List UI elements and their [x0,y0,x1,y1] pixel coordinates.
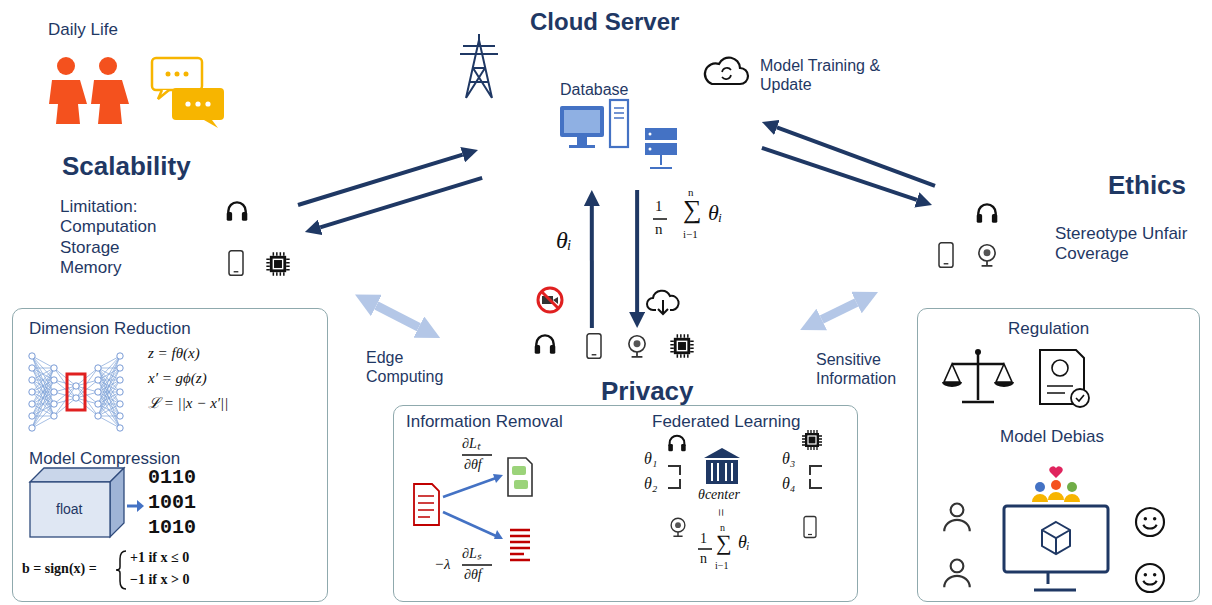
cloud-server: Cloud ServerDatabaseModel Training & Upd… [470,4,890,190]
formula-text: θ₂ [644,474,657,493]
region-title: Cloud Server [530,8,679,37]
node-text: Information Removal [406,412,563,432]
formula-text: θ₁ [644,449,657,468]
technique-panel: RegulationModel Debias [917,308,1200,602]
formula-text: i−1 [683,228,698,241]
edge-label: θᵢ [556,226,572,255]
flow-arrow [762,148,917,200]
node-text: Stereotype Unfair Coverage [1055,224,1195,265]
node-text: Federated Learning [652,412,800,432]
formula-text: x′ = gϕ(z) [148,369,207,387]
node-text: Dimension Reduction [29,319,191,339]
formula-text: −1 if x > 0 [130,572,190,589]
binary-code: 0110 [148,466,196,490]
formula-text: +1 if x ≤ 0 [130,550,189,567]
formula-text: θcenter [698,487,740,504]
formula-text: b = sign(x) = [22,561,97,578]
section-label: Daily Life [48,20,118,40]
flow-arrow [635,190,639,312]
formula-text: θᵢ [708,200,722,226]
region-title: Scalability [62,151,191,182]
formula-text: θ₃ [782,449,795,468]
formula-text: n [700,551,707,568]
formula-text: θᵢ [738,532,750,554]
formula-text: n [655,220,663,238]
formula-text: ∂Lₛ [462,546,481,563]
formula-text: ∑ [716,530,732,556]
binary-code: 1010 [148,516,196,540]
binary-code: 1001 [148,491,196,515]
double-arrow [376,306,418,328]
edge-label: Sensitive Information [816,350,908,388]
scalability-region: ScalabilityLimitation: Computation Stora… [10,145,310,315]
flow-arrow [298,155,463,205]
cube-label: float [56,501,82,518]
formula-text: ∂θf [464,457,482,474]
flow-arrow [777,127,935,185]
privacy-region: Privacy [455,282,845,472]
formula-text: 1 [655,197,663,215]
node-text: Database [560,80,629,99]
formula-text: ∂θf [464,567,482,584]
flow-arrow [320,178,482,227]
formula-text: −λ [434,555,451,573]
node-text: Limitation: Computation Storage Memory [60,197,178,279]
formula-text: θ₄ [782,474,795,493]
formula-text: = [712,508,729,516]
node-text: Model Debias [1000,427,1104,447]
double-arrow [822,302,857,319]
node-text: Regulation [1008,319,1089,339]
edge-label: Edge Computing [366,348,450,386]
formula-text: 1 [700,531,707,548]
formula-text: ℒ = ||x − x′|| [148,394,228,412]
formula-text: ∂Lₜ [462,436,480,453]
formula-text: ∑ [683,194,702,225]
formula-text: i−1 [715,560,728,572]
flow-arrow [590,206,594,328]
technique-panel: Information Removal Federated Learning [393,405,858,602]
region-title: Privacy [601,376,694,407]
node-text: Model Training & Update [760,56,902,94]
formula-text: z = fθ(x) [148,344,200,362]
region-title: Ethics [1108,170,1186,201]
ethics-region: EthicsStereotype Unfair Coverage [905,160,1205,340]
